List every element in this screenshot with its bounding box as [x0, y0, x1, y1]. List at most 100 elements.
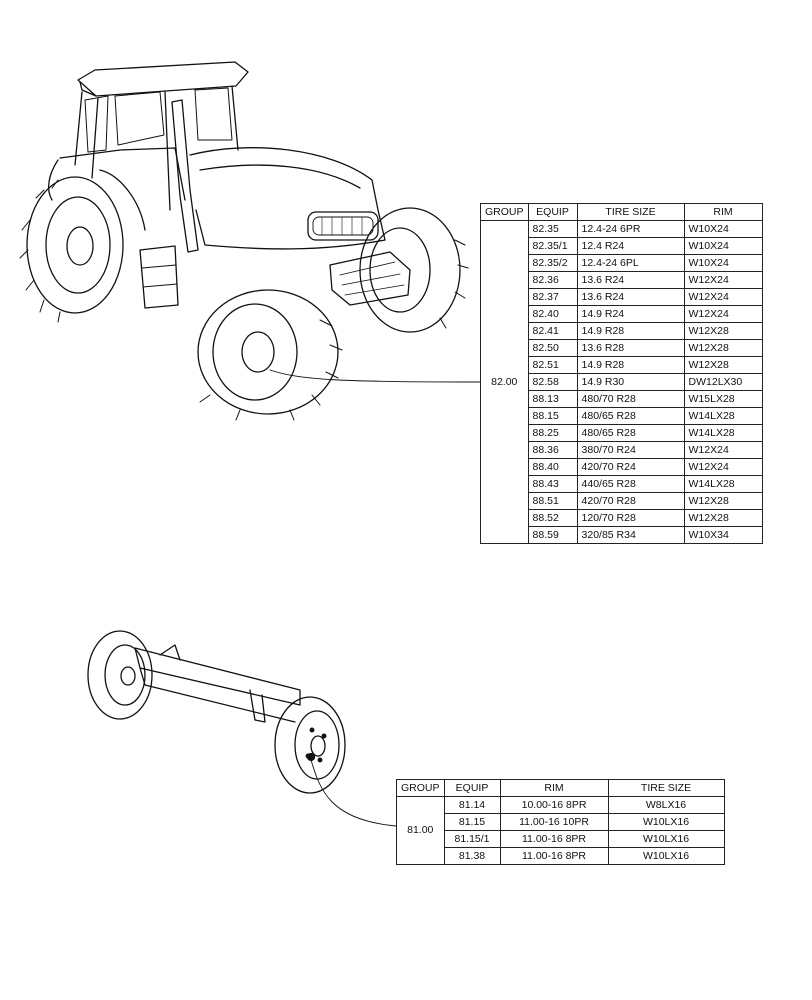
tire-size-cell: 320/85 R34	[576, 526, 685, 544]
equip-cell: 81.38	[443, 847, 501, 865]
tire-size-cell: 12.4 R24	[576, 237, 685, 255]
equip-cell: 88.43	[527, 475, 578, 493]
equip-cell: 82.36	[527, 271, 578, 289]
rim-cell: W12X28	[683, 322, 763, 340]
rim-cell: W12X28	[683, 339, 763, 357]
rim-cell: W10X34	[683, 526, 763, 544]
group-cell: 81.00	[396, 796, 445, 865]
equip-cell: 88.15	[527, 407, 578, 425]
rim-cell: W12X24	[683, 305, 763, 323]
equip-cell: 82.40	[527, 305, 578, 323]
table-header-row: GROUP EQUIP RIM TIRE SIZE	[396, 779, 725, 797]
rim-cell: W12X28	[683, 356, 763, 374]
header-equip: EQUIP	[443, 779, 501, 797]
tire-size-cell: 380/70 R24	[576, 441, 685, 459]
rim-cell: W12X24	[683, 288, 763, 306]
header-rim: RIM	[683, 203, 763, 221]
tire-size-cell: 14.9 R30	[576, 373, 685, 391]
front-axle-drawing	[87, 630, 397, 827]
tire-size-cell: 420/70 R28	[576, 492, 685, 510]
equip-cell: 88.25	[527, 424, 578, 442]
equip-cell: 82.35	[527, 220, 578, 238]
equip-cell: 82.51	[527, 356, 578, 374]
tire-size-cell: W8LX16	[607, 796, 725, 814]
group-cell: 82.00	[480, 220, 529, 544]
header-group: GROUP	[396, 779, 445, 797]
tire-size-cell: 13.6 R24	[576, 271, 685, 289]
tire-size-cell: 440/65 R28	[576, 475, 685, 493]
equip-cell: 81.15/1	[443, 830, 501, 848]
rim-cell: W14LX28	[683, 424, 763, 442]
tire-size-cell: 13.6 R24	[576, 288, 685, 306]
equip-cell: 82.35/2	[527, 254, 578, 272]
equip-cell: 82.58	[527, 373, 578, 391]
tire-size-cell: 14.9 R24	[576, 305, 685, 323]
tractor-drawing	[19, 61, 481, 421]
equip-cell: 88.51	[527, 492, 578, 510]
tire-size-cell: 12.4-24 6PR	[576, 220, 685, 238]
header-tire-size: TIRE SIZE	[607, 779, 725, 797]
rim-cell: W15LX28	[683, 390, 763, 408]
header-tire-size: TIRE SIZE	[576, 203, 685, 221]
tire-size-cell: W10LX16	[607, 813, 725, 831]
tire-size-cell: W10LX16	[607, 830, 725, 848]
rim-cell: W12X24	[683, 271, 763, 289]
tire-size-cell: 480/70 R28	[576, 390, 685, 408]
equip-cell: 88.59	[527, 526, 578, 544]
tire-size-cell: 14.9 R28	[576, 356, 685, 374]
header-group: GROUP	[480, 203, 529, 221]
equip-cell: 88.52	[527, 509, 578, 527]
rim-cell: W10X24	[683, 254, 763, 272]
tire-size-cell: 120/70 R28	[576, 509, 685, 527]
rim-cell: W10X24	[683, 237, 763, 255]
rim-cell: W12X28	[683, 492, 763, 510]
equip-cell: 88.13	[527, 390, 578, 408]
rim-cell: 11.00-16 8PR	[499, 847, 609, 865]
equip-cell: 88.40	[527, 458, 578, 476]
rim-cell: W14LX28	[683, 407, 763, 425]
tire-size-cell: 12.4-24 6PL	[576, 254, 685, 272]
equip-cell: 82.50	[527, 339, 578, 357]
header-rim: RIM	[499, 779, 609, 797]
tire-size-cell: 480/65 R28	[576, 424, 685, 442]
equip-cell: 81.14	[443, 796, 501, 814]
rim-cell: 10.00-16 8PR	[499, 796, 609, 814]
equip-cell: 88.36	[527, 441, 578, 459]
equip-cell: 82.35/1	[527, 237, 578, 255]
tire-size-cell: 14.9 R28	[576, 322, 685, 340]
tire-size-cell: 480/65 R28	[576, 407, 685, 425]
equip-cell: 82.37	[527, 288, 578, 306]
tire-size-cell: W10LX16	[607, 847, 725, 865]
rim-cell: 11.00-16 8PR	[499, 830, 609, 848]
rim-cell: W12X24	[683, 441, 763, 459]
equip-cell: 82.41	[527, 322, 578, 340]
rim-cell: W12X28	[683, 509, 763, 527]
rim-cell: W14LX28	[683, 475, 763, 493]
rim-cell: DW12LX30	[683, 373, 763, 391]
equip-cell: 81.15	[443, 813, 501, 831]
table-header-row: GROUP EQUIP TIRE SIZE RIM	[480, 203, 763, 221]
header-equip: EQUIP	[527, 203, 578, 221]
tire-size-cell: 13.6 R28	[576, 339, 685, 357]
rim-cell: W12X24	[683, 458, 763, 476]
tire-size-cell: 420/70 R24	[576, 458, 685, 476]
rim-cell: W10X24	[683, 220, 763, 238]
